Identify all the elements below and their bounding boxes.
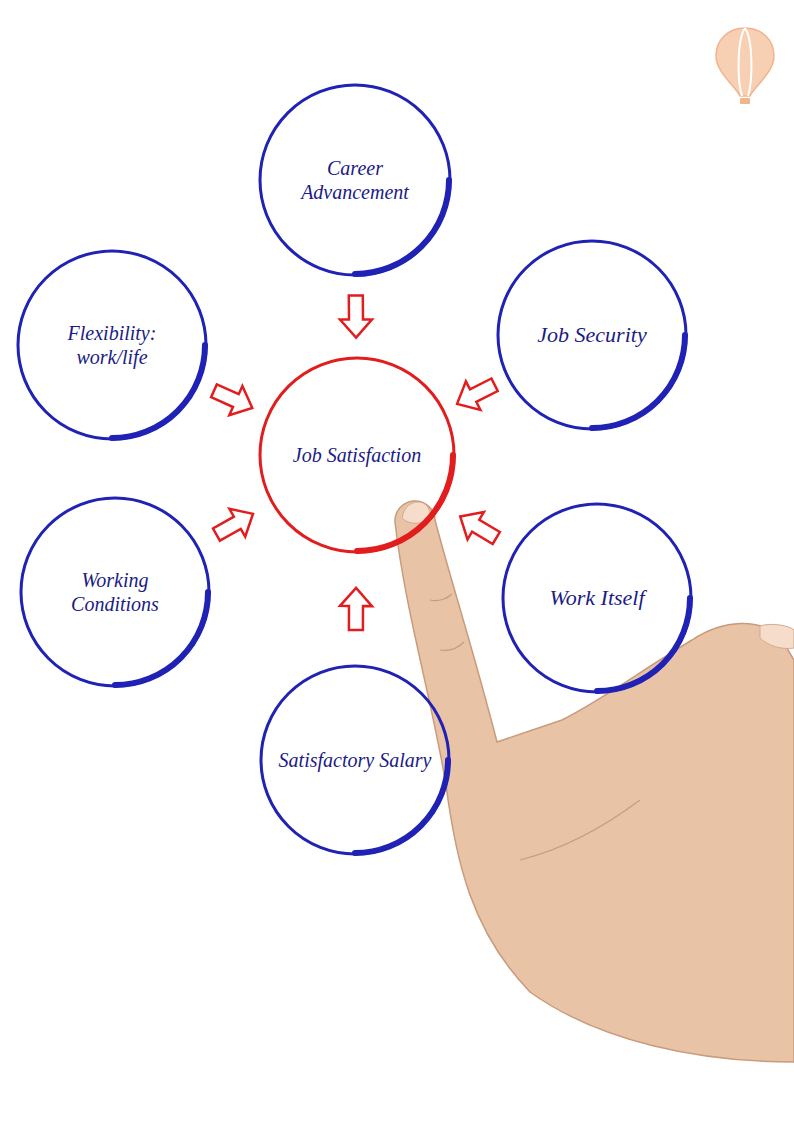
circle-node: Job Satisfaction [257, 355, 457, 555]
node-label: Job Security [529, 322, 654, 348]
circle-node: Job Security [495, 238, 689, 432]
node-label: Satisfactory Salary [271, 748, 440, 772]
node-label: Job Satisfaction [285, 443, 429, 467]
block-arrow [460, 512, 500, 544]
block-arrow [340, 295, 372, 337]
balloon-logo [716, 28, 774, 104]
circle-node: Working Conditions [18, 495, 212, 689]
node-label: Career Advancement [269, 156, 442, 204]
circle-node: Satisfactory Salary [258, 663, 452, 857]
circle-outline [18, 495, 212, 689]
circle-outline [257, 82, 453, 278]
circle-node: Flexibility: work/life [15, 248, 209, 442]
block-arrow [211, 384, 252, 415]
node-label: Flexibility: work/life [26, 321, 197, 369]
block-arrow [457, 379, 498, 410]
circle-node: Career Advancement [257, 82, 453, 278]
node-label: Working Conditions [29, 568, 200, 616]
circle-node: Work Itself [500, 501, 694, 695]
circle-outline [15, 248, 209, 442]
block-arrow [213, 509, 253, 541]
block-arrow [340, 588, 372, 630]
node-label: Work Itself [541, 585, 652, 611]
